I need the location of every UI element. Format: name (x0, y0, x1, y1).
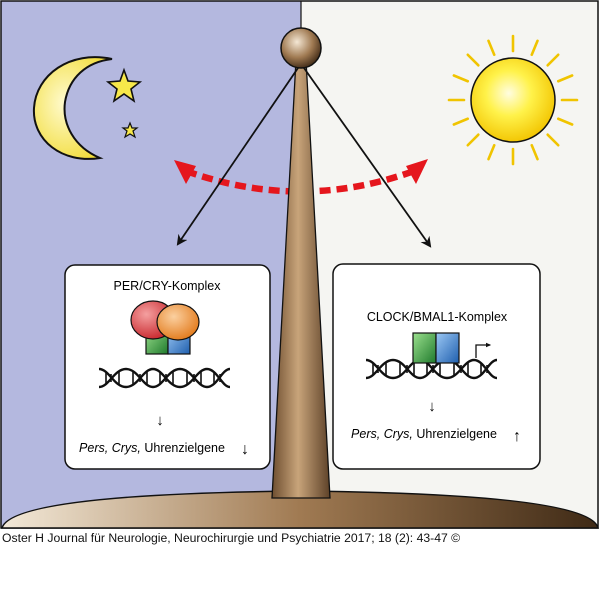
per-cry-box: PER/CRY-Komplex ↓ Pers, Crys, Uhrenzielg… (64, 264, 271, 470)
sun-ray (466, 53, 480, 67)
sun-ray (452, 74, 470, 83)
clock-protein (412, 332, 437, 364)
genes-down-arrow: ↓ (241, 441, 249, 458)
genes-up-arrow: ↑ (513, 428, 521, 445)
sun-ray (466, 133, 480, 147)
promoter-arrow-icon (475, 342, 492, 358)
moon-icon (32, 56, 113, 160)
sun-ray (530, 143, 539, 161)
clock-bmal1-protein-complex (412, 332, 460, 364)
clock-bmal1-box: CLOCK/BMAL1-Komplex ↓ Pers, Crys, Uhrenz… (332, 263, 541, 470)
bmal1-protein (435, 332, 460, 364)
cry-protein (156, 303, 200, 341)
pendulum-icon (0, 27, 599, 529)
sun-ray (556, 74, 574, 83)
clock-bmal1-genes-label: Pers, Crys, Uhrenzielgene (351, 427, 497, 441)
citation-text: Oster H Journal für Neurologie, Neurochi… (2, 531, 461, 545)
right-down-arrow: ↓ (428, 398, 436, 415)
sun-ray (556, 117, 574, 126)
oscillation-arrow (174, 159, 428, 195)
arrow-to-night-box (176, 67, 299, 246)
per-cry-title: PER/CRY-Komplex (114, 279, 222, 293)
arrow-to-day-box (303, 67, 432, 248)
star-icon (105, 67, 143, 103)
clock-bmal1-title: CLOCK/BMAL1-Komplex (367, 310, 508, 324)
per-cry-genes-label: Pers, Crys, Uhrenzielgene (79, 441, 225, 455)
left-down-arrow: ↓ (156, 412, 164, 429)
pendulum-knob (280, 27, 322, 69)
sun-ray (452, 117, 470, 126)
sun-ray (530, 39, 539, 57)
sun-ray (487, 143, 496, 161)
sun-icon (447, 34, 579, 166)
sun-ray (546, 53, 560, 67)
star-icon (121, 121, 139, 139)
sun-ray (546, 133, 560, 147)
per-cry-protein-complex (130, 300, 200, 355)
sun-ray (487, 39, 496, 57)
